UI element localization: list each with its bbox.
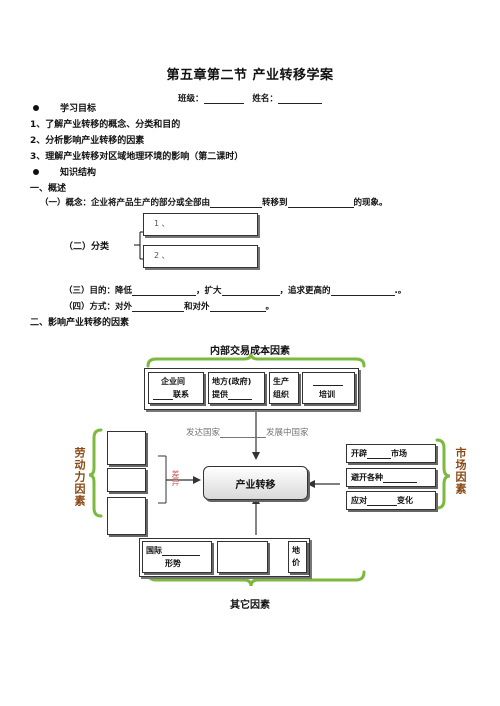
bottom-cell-international[interactable]: 国际 形势 xyxy=(142,541,212,573)
bullet-icon xyxy=(33,105,39,111)
labor-cell-3[interactable] xyxy=(107,497,146,535)
class-name-line: 班级： 姓名： xyxy=(178,92,322,104)
cell-text: 应对变化 xyxy=(351,496,413,506)
method-text: （四）方式：对外 xyxy=(64,302,133,312)
cell-blank[interactable] xyxy=(367,450,391,459)
bottom-cell-blank[interactable] xyxy=(217,541,268,573)
concept-text: 的现象。 xyxy=(353,198,388,208)
method-text: 和对外 xyxy=(184,302,210,312)
section-overview: 一、概述 xyxy=(30,184,67,194)
concept-text: 转移到 xyxy=(262,198,288,208)
top-cell-enterprise-links[interactable]: 企业间 联系 xyxy=(148,372,204,404)
cell-blank[interactable] xyxy=(228,391,252,400)
cell-text: 组织 xyxy=(273,390,289,399)
top-cell-training[interactable]: 培训 xyxy=(302,372,355,404)
labor-cell-2[interactable] xyxy=(107,468,146,492)
cell-text: 形势 xyxy=(165,559,181,568)
purpose-text: （三）目的：降低 xyxy=(64,286,133,296)
market-cell-respond[interactable]: 应对变化 xyxy=(346,491,436,510)
goals-heading: 学习目标 xyxy=(60,104,97,114)
top-cell-production-org[interactable]: 生产 组织 xyxy=(269,372,299,404)
developed-countries: 发达国家发展中国家 xyxy=(186,428,309,438)
concept-text: （一）概念：企业将产品生产的部分或全部由 xyxy=(40,198,211,208)
cell-text: 培训 xyxy=(319,390,335,399)
classify-item: 1 、 xyxy=(154,219,170,228)
concept-blank-1[interactable] xyxy=(210,197,263,208)
concept-line: （一）概念：企业将产品生产的部分或全部由 转移到 的现象。 xyxy=(40,196,388,208)
countries-blank[interactable] xyxy=(220,429,267,438)
cell-blank[interactable] xyxy=(313,379,343,386)
other-factor-title: 其它因素 xyxy=(230,600,270,611)
top-cell-government[interactable]: 地方(政府) 提供 xyxy=(208,372,265,404)
method-blank-1[interactable] xyxy=(132,301,185,312)
section-factors: 二、影响产业转移的因素 xyxy=(30,318,130,328)
cell-text: 开辟市场 xyxy=(351,449,407,459)
goal-item: 2、分析影响产业转移的因素 xyxy=(30,136,145,146)
classify-item: 2 、 xyxy=(154,251,170,260)
purpose-text: ，扩大 xyxy=(196,286,222,296)
cell-text: 地 xyxy=(292,546,300,555)
name-blank[interactable] xyxy=(277,93,322,104)
purpose-text: ，追求更高的 xyxy=(279,286,331,296)
structure-heading: 知识结构 xyxy=(60,168,97,178)
purpose-blank-1[interactable] xyxy=(132,285,197,296)
cell-text: 企业间 xyxy=(161,377,185,386)
cell-text: 生产 xyxy=(273,377,289,386)
goal-item: 1、了解产业转移的概念、分类和目的 xyxy=(30,120,181,130)
class-label: 班级： xyxy=(178,94,204,104)
cell-blank[interactable] xyxy=(367,497,397,506)
classify-brace xyxy=(134,231,144,260)
purpose-text: .。 xyxy=(394,286,407,296)
cell-text: 价 xyxy=(292,558,300,567)
classify-box-2[interactable]: 2 、 xyxy=(143,245,258,268)
purpose-blank-3[interactable] xyxy=(330,285,395,296)
industry-transfer-box: 产业转移 xyxy=(203,466,308,500)
market-factor-label: 市场因素 xyxy=(454,447,467,495)
cell-text xyxy=(313,377,343,386)
top-factor-title: 内部交易成本因素 xyxy=(210,346,290,357)
classify-label: （二）分类 xyxy=(64,242,110,252)
cell-text: 地方(政府) xyxy=(212,377,252,386)
difference-label: 差异 xyxy=(171,470,180,486)
purpose-blank-2[interactable] xyxy=(221,285,280,296)
cell-text: 国际 xyxy=(146,545,200,556)
class-blank[interactable] xyxy=(203,93,244,104)
cell-blank[interactable] xyxy=(383,474,417,483)
concept-blank-2[interactable] xyxy=(287,197,354,208)
market-cell-open[interactable]: 开辟市场 xyxy=(346,444,436,463)
labor-cell-1[interactable] xyxy=(107,431,146,465)
cell-blank[interactable] xyxy=(162,547,200,556)
purpose-line: （三）目的：降低 ，扩大 ，追求更高的 .。 xyxy=(64,284,406,296)
method-text: 。 xyxy=(265,302,275,312)
classify-box-1[interactable]: 1 、 xyxy=(143,213,258,236)
bullet-icon xyxy=(33,169,39,175)
cell-blank[interactable] xyxy=(153,391,173,400)
cell-text: 联系 xyxy=(153,389,189,400)
cell-text: 避开各种 xyxy=(351,472,417,483)
name-label: 姓名： xyxy=(252,94,278,104)
bottom-cell-land-price[interactable]: 地 价 xyxy=(288,541,307,573)
method-blank-2[interactable] xyxy=(209,301,266,312)
cell-text: 提供 xyxy=(212,389,252,400)
page-title: 第五章第二节 产业转移学案 xyxy=(166,68,334,83)
market-cell-avoid[interactable]: 避开各种 xyxy=(346,468,436,487)
goal-item: 3、理解产业转移对区域地理环境的影响（第二课时） xyxy=(30,152,244,162)
labor-factor-label: 劳动力因素 xyxy=(73,447,86,507)
method-line: （四）方式：对外 和对外 。 xyxy=(64,300,274,312)
